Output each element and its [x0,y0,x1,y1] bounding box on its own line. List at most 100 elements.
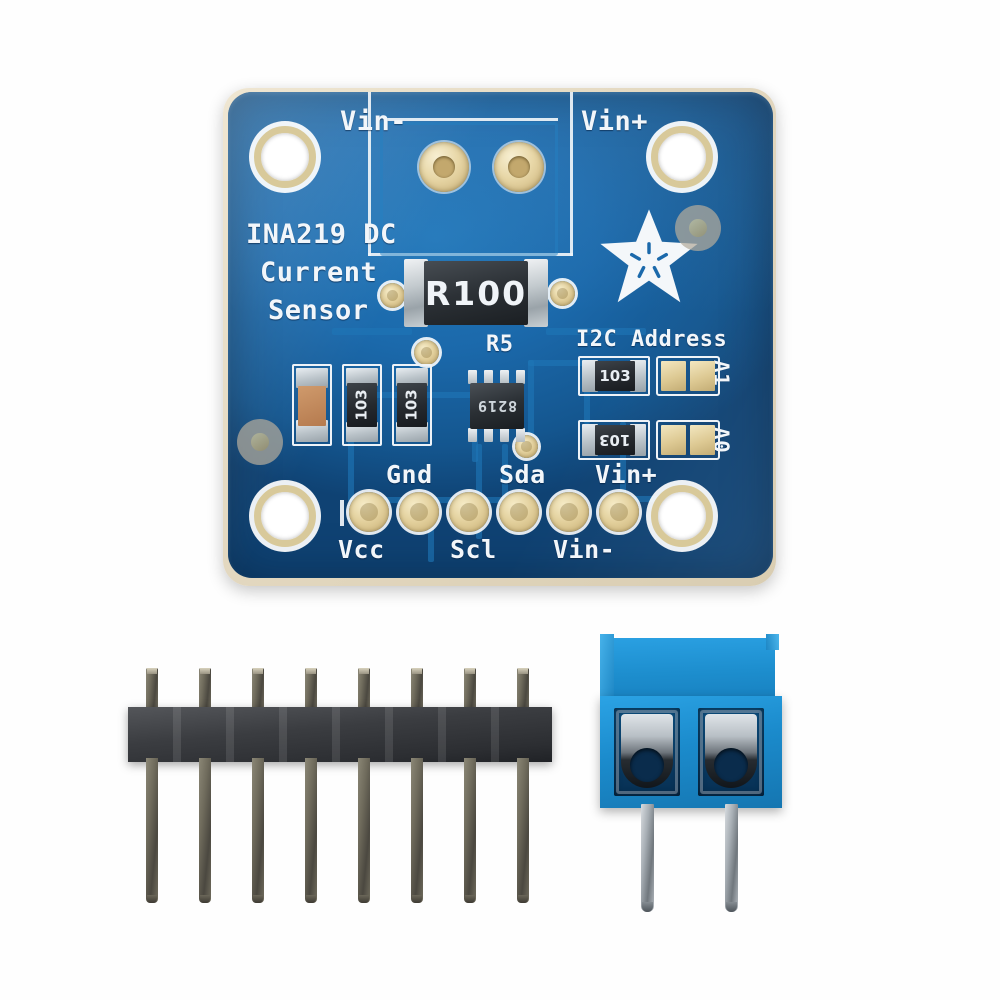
pin-pad-sda[interactable] [499,492,539,532]
header-pin-top [358,668,370,712]
silk-footprint-line [384,118,558,121]
resistor-marking: R100 [424,273,528,313]
header-pin-top [199,668,211,712]
pin-pad-vcc[interactable] [349,492,389,532]
terminal-position-1[interactable] [614,708,680,796]
trace-segment [620,496,666,502]
silk-pin-label-vcc: Vcc [338,535,385,564]
header-pin-top [305,668,317,712]
adafruit-star-icon [600,209,698,303]
pin-pad-vin-minus[interactable] [549,492,589,532]
ic-lead [468,428,477,442]
smd-resistor-r2: 103 [392,364,432,446]
trace-segment [476,444,482,539]
terminal-block-corner-lip [766,634,779,650]
silk-product-line2: Current [260,257,378,288]
silk-vin-plus-top: Vin+ [581,106,649,137]
header-pin-bottom [464,758,476,903]
silk-pin-label-sda: Sda [499,460,546,489]
solder-jumper-a0[interactable] [656,420,720,460]
trace-segment [428,522,434,562]
header-pin-bottom [252,758,264,903]
terminal-wire-slot[interactable] [714,748,748,782]
header-pin-bottom [146,758,158,903]
trace-segment [584,360,590,424]
ic-lead [484,370,493,384]
ic-package: 8219 [470,383,524,429]
res-terminal-top [396,368,428,386]
header-pin-bottom [199,758,211,903]
resistor-terminal-right [524,259,548,327]
ic-marking: 8219 [476,397,518,415]
pin-pad-vin-plus[interactable] [599,492,639,532]
terminal-position-2[interactable] [698,708,764,796]
pin-pad-scl[interactable] [449,492,489,532]
terminal-block-pin [641,804,654,912]
trace-segment [332,328,412,335]
cap-terminal-top [296,368,328,388]
male-pin-header-strip[interactable] [120,628,560,903]
header-body-notch [332,707,340,762]
res-marking: 103 [599,431,631,449]
header-pin-top [464,668,476,712]
silk-pin-label-gnd: Gnd [386,460,433,489]
via-pad-right [550,281,575,306]
smd-resistor-r1: 103 [342,364,382,446]
jumper-pad-right[interactable] [690,425,715,455]
terminal-block-side-lip [600,634,614,704]
trace-segment [528,360,590,366]
shunt-resistor-r100: R100 [404,259,548,327]
screw-terminal-block[interactable] [600,628,790,918]
silk-footprint-line [368,92,371,256]
silk-product-line1: INA219 DC [246,219,397,250]
ic-lead [516,428,525,442]
ic-lead [500,370,509,384]
header-body-notch [491,707,499,762]
res-body: 103 [595,425,635,455]
header-body-notch [173,707,181,762]
trace-segment [528,360,534,450]
ic-lead [500,428,509,442]
silk-i2c-address-label: I2C Address [576,327,728,352]
res-terminal-left [582,424,598,456]
edge-via-right [675,205,721,251]
smd-resistor-a0: 103 [578,420,650,460]
silk-pin-label-scl: Scl [450,535,497,564]
silk-pin1-marker [340,500,344,526]
pcb-soldermask: INA219 DC Current Sensor Vin- Vin+ I2C A… [228,92,773,578]
mounting-hole-top-left [254,126,316,188]
mounting-hole-bottom-right [651,485,713,547]
pin-pad-gnd[interactable] [399,492,439,532]
res-body: 103 [347,383,377,427]
header-pin-top [517,668,529,712]
header-body-notch [279,707,287,762]
res-body: 103 [397,383,427,427]
terminal-block-wire-guard [600,634,779,704]
silk-vin-minus-top: Vin- [340,106,408,137]
ina219-ic: 8219 [460,370,534,442]
res-terminal-top [346,368,378,386]
silk-footprint-line [570,92,573,256]
jumper-pad-left[interactable] [661,425,686,455]
edge-via-left [237,419,283,465]
jumper-pad-left[interactable] [661,361,686,391]
header-pin-top [146,668,158,712]
res-terminal-bottom [346,422,378,442]
ic-lead [484,428,493,442]
silk-pin-label-vinplus: Vin+ [595,460,658,489]
jumper-pad-right[interactable] [690,361,715,391]
header-pin-bottom [517,758,529,903]
header-body-notch [226,707,234,762]
solder-jumper-a1[interactable] [656,356,720,396]
silk-product-line3: Sensor [268,295,369,326]
mounting-hole-top-right [651,126,713,188]
terminal-block-pin [725,804,738,912]
smd-resistor-a1: 103 [578,356,650,396]
header-pin-top [252,668,264,712]
terminal-wire-slot[interactable] [630,748,664,782]
terminal-pad-vin-plus [494,142,544,192]
ina219-breakout-board[interactable]: INA219 DC Current Sensor Vin- Vin+ I2C A… [223,88,776,586]
header-pin-top [411,668,423,712]
res-marking: 103 [353,389,371,421]
